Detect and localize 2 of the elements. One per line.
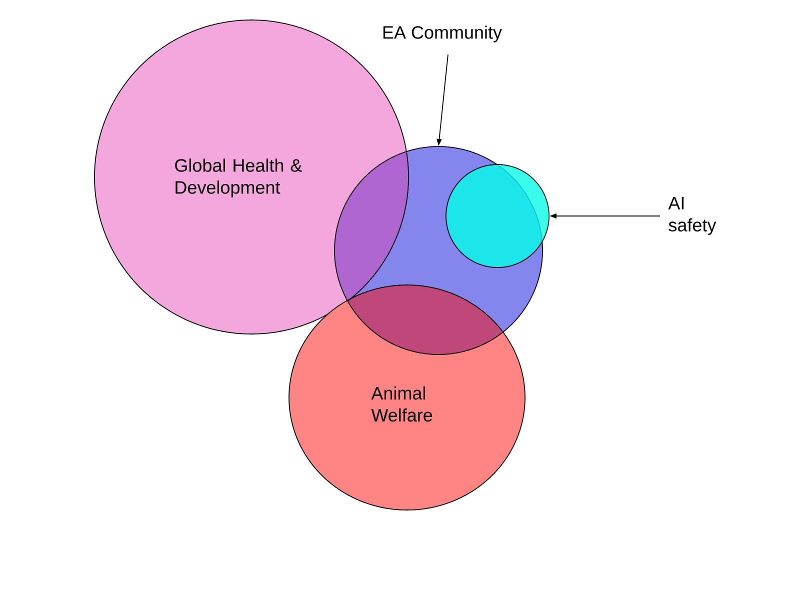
callout-label: AI safety xyxy=(668,196,716,236)
venn-circle xyxy=(446,164,550,268)
